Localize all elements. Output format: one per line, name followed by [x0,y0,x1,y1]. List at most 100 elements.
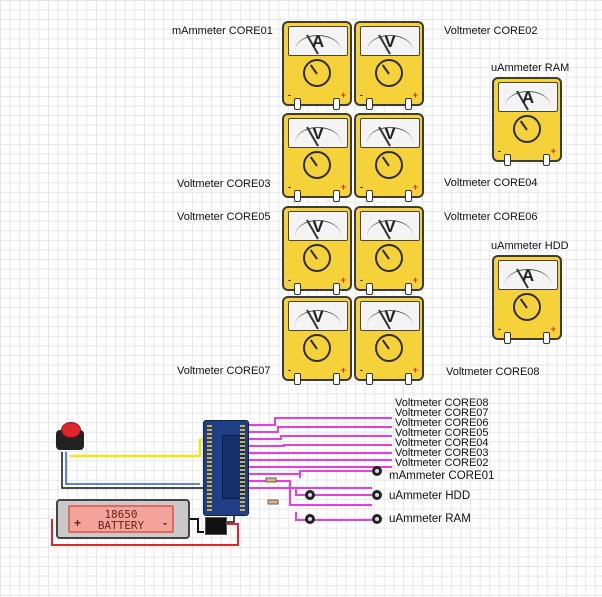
meter-dial [303,151,331,179]
positive-jack [333,190,340,202]
battery-text-line1: 18650 [104,508,138,521]
meter-dial [513,115,541,143]
voltmeter-core05: V - + [282,206,352,295]
signal-label-core06: Voltmeter CORE06 [395,417,489,429]
voltmeter-symbol: V [384,307,396,326]
push-button [52,420,88,454]
positive-terminal-label: + [412,365,418,375]
negative-jack [366,190,373,202]
output-label-core01: mAmmeter CORE01 [389,470,495,482]
negative-jack [366,283,373,295]
voltmeter-symbol: V [312,307,324,326]
voltmeter-symbol: V [384,32,396,51]
negative-terminal-label: - [288,182,291,192]
yellow-wire [70,438,205,458]
signal-label-core08: Voltmeter CORE08 [395,397,489,409]
negative-terminal-label: - [360,182,363,192]
ammeter-symbol: A [311,32,325,51]
output-label-ram: uAmmeter RAM [389,513,471,525]
label-uammeter-hdd: uAmmeter HDD [491,240,569,252]
negative-terminal-label: - [498,146,501,156]
positive-jack [405,98,412,110]
voltmeter-core02: V - + [354,21,424,110]
label-voltmeter-core03: Voltmeter CORE03 [177,178,271,190]
positive-jack [333,98,340,110]
signal-label-core03: Voltmeter CORE03 [395,447,489,459]
voltmeter-symbol: V [384,124,396,143]
meter-dial [513,293,541,321]
voltmeter-symbol: V [312,124,324,143]
battery-18650: + - 18650 BATTERY [56,499,190,539]
ammeter-symbol: A [521,88,535,107]
label-voltmeter-core06: Voltmeter CORE06 [444,211,538,223]
signal-label-core07: Voltmeter CORE07 [395,407,489,419]
signal-wires [248,417,392,521]
negative-terminal-label: - [288,90,291,100]
negative-jack [366,98,373,110]
positive-terminal-label: + [340,275,346,285]
power-switch [205,517,227,535]
negative-jack [294,373,301,385]
signal-label-core02: Voltmeter CORE02 [395,457,489,469]
positive-jack [543,154,550,166]
negative-jack [366,373,373,385]
negative-terminal-label: - [360,275,363,285]
battery-text-line2: BATTERY [97,519,145,532]
voltmeter-symbol: V [384,217,396,236]
battery-red-wire [51,519,239,546]
battery-minus: - [163,516,167,530]
voltmeter-symbol: V [312,217,324,236]
blue-wire [65,452,200,485]
negative-terminal-label: - [498,324,501,334]
label-voltmeter-core08: Voltmeter CORE08 [446,366,540,378]
battery-plus: + [74,516,82,530]
positive-terminal-label: + [340,365,346,375]
ammeter-core01: A - + [282,21,352,110]
label-mammeter-core01: mAmmeter CORE01 [172,25,273,37]
meter-dial [375,334,403,362]
uammeter-hdd: A - + [492,255,562,344]
positive-terminal-label: + [550,324,556,334]
meter-dial [375,151,403,179]
negative-jack [294,98,301,110]
signal-label-core05: Voltmeter CORE05 [395,427,489,439]
positive-terminal-label: + [340,182,346,192]
voltmeter-core06: V - + [354,206,424,295]
positive-jack [543,332,550,344]
signal-label-core04: Voltmeter CORE04 [395,437,489,449]
label-voltmeter-core02: Voltmeter CORE02 [444,25,538,37]
label-uammeter-ram: uAmmeter RAM [491,62,570,74]
meter-dial [303,334,331,362]
voltmeter-core03: V - + [282,113,352,202]
voltmeter-core07: V - + [282,296,352,385]
meter-dial [375,59,403,87]
positive-jack [333,283,340,295]
negative-terminal-label: - [360,90,363,100]
positive-terminal-label: + [412,182,418,192]
positive-terminal-label: + [550,146,556,156]
battery-black-wire [190,518,204,533]
negative-jack [294,190,301,202]
left-header-pins [207,425,212,511]
resistors [265,466,382,524]
right-header-pins [240,425,245,511]
negative-jack [294,283,301,295]
ammeter-symbol: A [521,266,535,285]
positive-terminal-label: + [412,90,418,100]
meter-dial [375,244,403,272]
positive-terminal-label: + [412,275,418,285]
meter-dial [303,59,331,87]
uammeter-ram: A - + [492,77,562,166]
output-label-hdd: uAmmeter HDD [389,490,471,502]
meter-dial [303,244,331,272]
voltmeter-core04: V - + [354,113,424,202]
label-voltmeter-core07: Voltmeter CORE07 [177,365,271,377]
negative-terminal-label: - [360,365,363,375]
positive-jack [333,373,340,385]
voltmeter-core08: V - + [354,296,424,385]
positive-jack [405,283,412,295]
microcontroller-board [203,420,249,516]
negative-terminal-label: - [288,275,291,285]
positive-jack [405,190,412,202]
negative-terminal-label: - [288,365,291,375]
